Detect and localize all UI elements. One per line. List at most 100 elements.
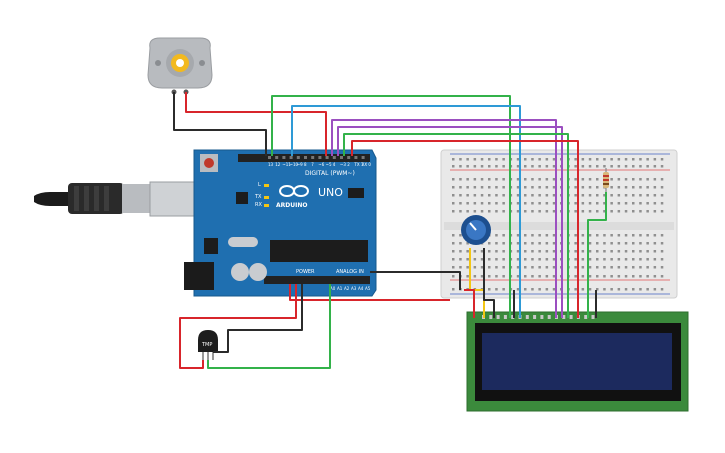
digital-pin[interactable]	[340, 156, 343, 159]
bb-hole[interactable]	[646, 202, 649, 205]
bb-hole[interactable]	[653, 250, 657, 253]
bb-hole[interactable]	[480, 210, 484, 213]
bb-hole[interactable]	[603, 242, 606, 245]
bb-hole[interactable]	[639, 186, 642, 189]
bb-hole[interactable]	[574, 178, 577, 181]
bb-hole[interactable]	[574, 194, 577, 197]
bb-hole[interactable]	[624, 250, 628, 253]
bb-hole[interactable]	[459, 165, 462, 168]
bb-hole[interactable]	[660, 242, 664, 245]
bb-hole[interactable]	[581, 242, 585, 245]
bb-hole[interactable]	[452, 242, 455, 245]
bb-hole[interactable]	[466, 158, 469, 161]
bb-hole[interactable]	[473, 186, 477, 189]
bb-hole[interactable]	[473, 266, 477, 269]
bb-hole[interactable]	[452, 158, 455, 161]
bb-hole[interactable]	[610, 242, 613, 245]
bb-hole[interactable]	[488, 258, 491, 261]
bb-hole[interactable]	[538, 275, 541, 278]
bb-hole[interactable]	[538, 194, 541, 197]
bb-hole[interactable]	[610, 258, 613, 261]
bb-hole[interactable]	[588, 202, 592, 205]
bb-hole[interactable]	[516, 210, 520, 213]
bb-hole[interactable]	[452, 194, 455, 197]
bb-hole[interactable]	[653, 288, 657, 291]
bb-hole[interactable]	[488, 158, 491, 161]
usb-cable[interactable]	[34, 181, 209, 217]
bb-hole[interactable]	[632, 275, 635, 278]
bb-hole[interactable]	[516, 288, 520, 291]
bb-hole[interactable]	[538, 210, 541, 213]
bb-hole[interactable]	[660, 202, 664, 205]
bb-hole[interactable]	[581, 258, 585, 261]
lcd-pin[interactable]	[540, 315, 544, 319]
bb-hole[interactable]	[466, 186, 469, 189]
arduino-uno-board[interactable]: L TX RX DIGITAL (PWM~) ARDUINO UNO POWER…	[184, 149, 377, 297]
bb-hole[interactable]	[502, 250, 505, 253]
bb-hole[interactable]	[524, 266, 527, 269]
bb-hole[interactable]	[603, 234, 606, 237]
bb-hole[interactable]	[502, 210, 505, 213]
bb-hole[interactable]	[624, 165, 628, 168]
lcd-pin[interactable]	[489, 315, 493, 319]
digital-pin[interactable]	[289, 156, 293, 159]
bb-hole[interactable]	[632, 186, 635, 189]
bb-hole[interactable]	[459, 194, 462, 197]
bb-hole[interactable]	[466, 275, 469, 278]
bb-hole[interactable]	[653, 258, 657, 261]
bb-hole[interactable]	[545, 250, 549, 253]
bb-hole[interactable]	[480, 194, 484, 197]
bb-hole[interactable]	[624, 266, 628, 269]
bb-hole[interactable]	[624, 242, 628, 245]
bb-hole[interactable]	[596, 258, 599, 261]
bb-hole[interactable]	[524, 186, 527, 189]
bb-hole[interactable]	[646, 210, 649, 213]
bb-hole[interactable]	[524, 158, 527, 161]
bb-hole[interactable]	[545, 210, 549, 213]
bb-hole[interactable]	[588, 194, 592, 197]
bb-hole[interactable]	[531, 158, 534, 161]
bb-hole[interactable]	[473, 258, 477, 261]
bb-hole[interactable]	[502, 258, 505, 261]
bb-hole[interactable]	[639, 250, 642, 253]
bb-hole[interactable]	[459, 234, 462, 237]
bb-hole[interactable]	[610, 234, 613, 237]
bb-hole[interactable]	[574, 275, 577, 278]
bb-hole[interactable]	[617, 158, 621, 161]
digital-pin[interactable]	[304, 156, 307, 159]
bb-hole[interactable]	[581, 288, 585, 291]
bb-hole[interactable]	[646, 194, 649, 197]
bb-hole[interactable]	[574, 288, 577, 291]
bb-hole[interactable]	[574, 250, 577, 253]
bb-hole[interactable]	[596, 234, 599, 237]
bb-hole[interactable]	[574, 210, 577, 213]
bb-hole[interactable]	[552, 194, 556, 197]
bb-hole[interactable]	[624, 258, 628, 261]
bb-hole[interactable]	[610, 165, 613, 168]
bb-hole[interactable]	[452, 210, 455, 213]
bb-hole[interactable]	[617, 202, 621, 205]
bb-hole[interactable]	[581, 178, 585, 181]
bb-hole[interactable]	[646, 165, 649, 168]
bb-hole[interactable]	[516, 202, 520, 205]
bb-hole[interactable]	[473, 210, 477, 213]
bb-hole[interactable]	[596, 178, 599, 181]
bb-hole[interactable]	[596, 275, 599, 278]
bb-hole[interactable]	[660, 234, 664, 237]
bb-hole[interactable]	[524, 202, 527, 205]
bb-hole[interactable]	[452, 202, 455, 205]
bb-hole[interactable]	[452, 165, 455, 168]
bb-hole[interactable]	[639, 288, 642, 291]
bb-hole[interactable]	[581, 250, 585, 253]
bb-hole[interactable]	[466, 242, 469, 245]
bb-hole[interactable]	[639, 202, 642, 205]
bb-hole[interactable]	[603, 288, 606, 291]
bb-hole[interactable]	[610, 178, 613, 181]
bb-hole[interactable]	[581, 210, 585, 213]
bb-hole[interactable]	[466, 210, 469, 213]
bb-hole[interactable]	[588, 266, 592, 269]
bb-hole[interactable]	[581, 158, 585, 161]
bb-hole[interactable]	[452, 258, 455, 261]
bb-hole[interactable]	[632, 234, 635, 237]
bb-hole[interactable]	[516, 275, 520, 278]
